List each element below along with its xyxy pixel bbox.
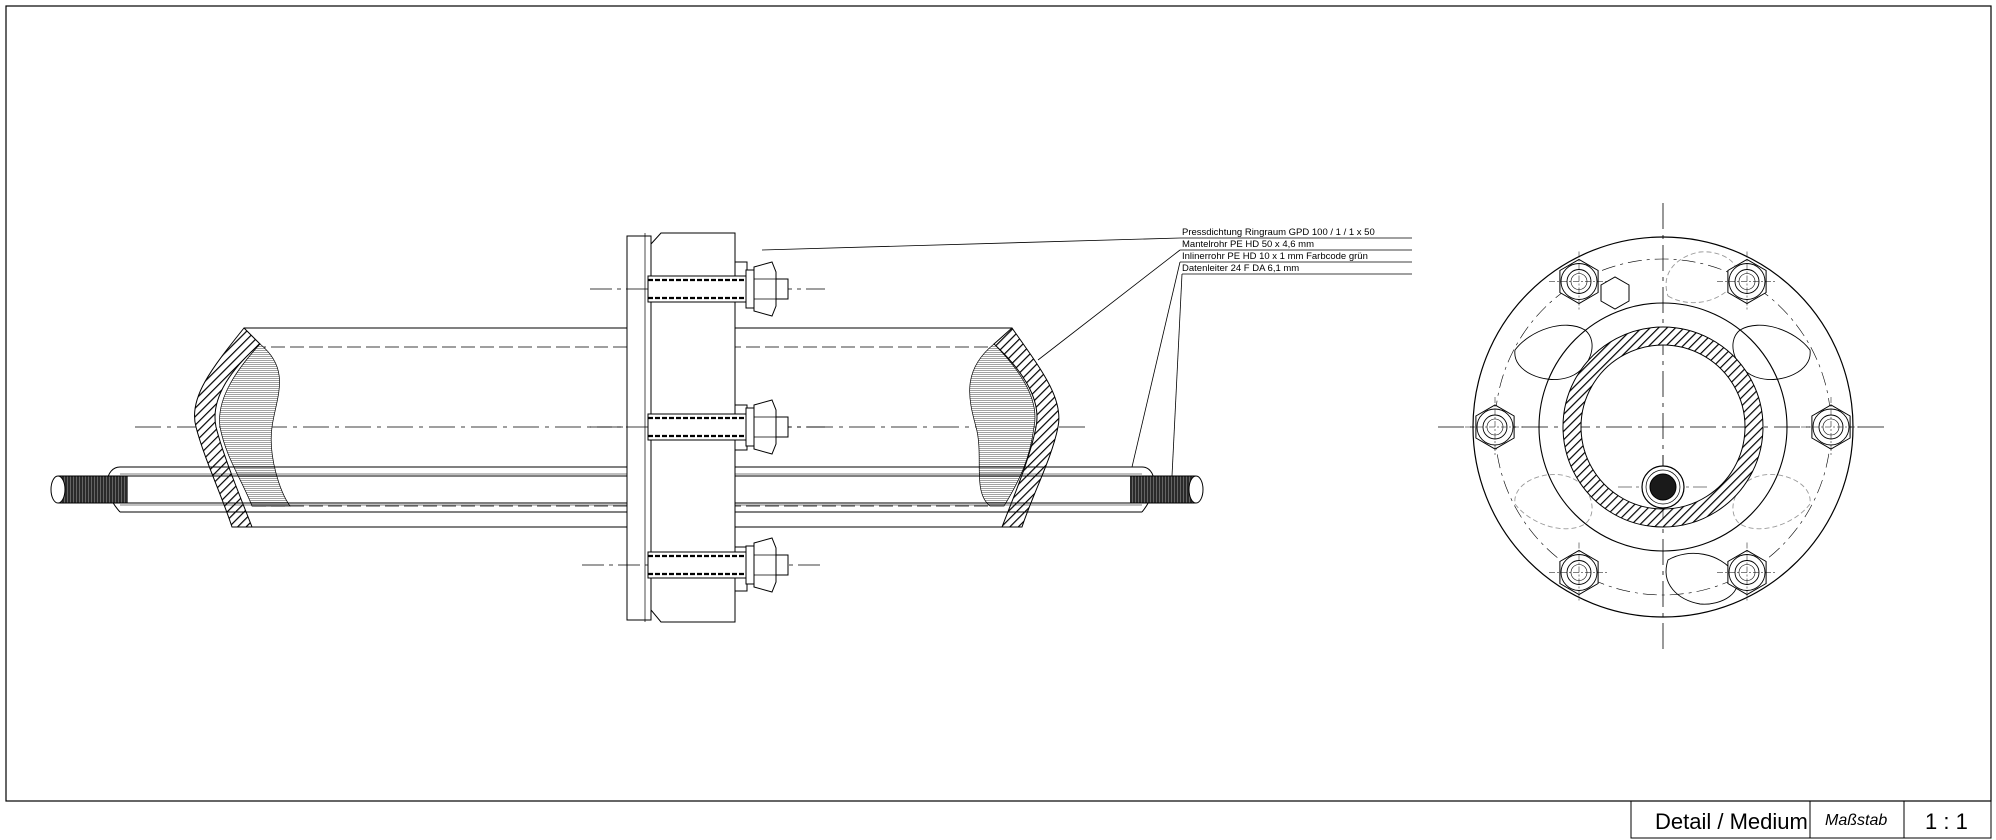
front-bolt-head-1 [1717, 251, 1777, 312]
front-bolt-head-4 [1549, 542, 1609, 603]
drawing-border [5, 5, 1992, 802]
data-cable [50, 475, 1204, 504]
front-bolt-head-5 [1465, 397, 1525, 457]
callout-press-seal: Pressdichtung Ringraum GPD 100 / 1 / 1 x… [1182, 227, 1375, 238]
bolt-middle [590, 399, 825, 455]
front-bolt-head-2 [1801, 397, 1861, 457]
front-bolt-head-6 [1549, 251, 1609, 312]
callout-labels: Pressdichtung Ringraum GPD 100 / 1 / 1 x… [1182, 227, 1375, 274]
bolt-top [590, 261, 825, 317]
scale-value: 1 : 1 [1925, 809, 1968, 834]
callout-data-cable: Datenleiter 24 F DA 6,1 mm [1182, 263, 1299, 274]
title-detail: Detail / Medium [1655, 809, 1808, 834]
leader-lines [761, 237, 1412, 477]
bolt-bottom [582, 537, 825, 593]
right-pipe-break [969, 327, 1060, 528]
jacket-pipe-section [1562, 326, 1764, 528]
callout-jacket-pipe: Mantelrohr PE HD 50 x 4,6 mm [1182, 239, 1314, 250]
scale-label: Maßstab [1825, 812, 1887, 829]
front-liner-cable [1618, 455, 1708, 520]
left-pipe-break [194, 327, 291, 528]
callout-liner-pipe: Inlinerrohr PE HD 10 x 1 mm Farbcode grü… [1182, 251, 1368, 262]
front-bolts [1600, 276, 1630, 310]
press-ring-outer [1538, 302, 1788, 552]
front-bolt-head-3 [1717, 542, 1777, 603]
front-bolt-1 [1600, 276, 1630, 310]
ring-cutouts [1514, 251, 1811, 605]
front-bolt-heads [1465, 251, 1861, 603]
title-block [1630, 800, 1992, 839]
side-view [50, 232, 1412, 623]
